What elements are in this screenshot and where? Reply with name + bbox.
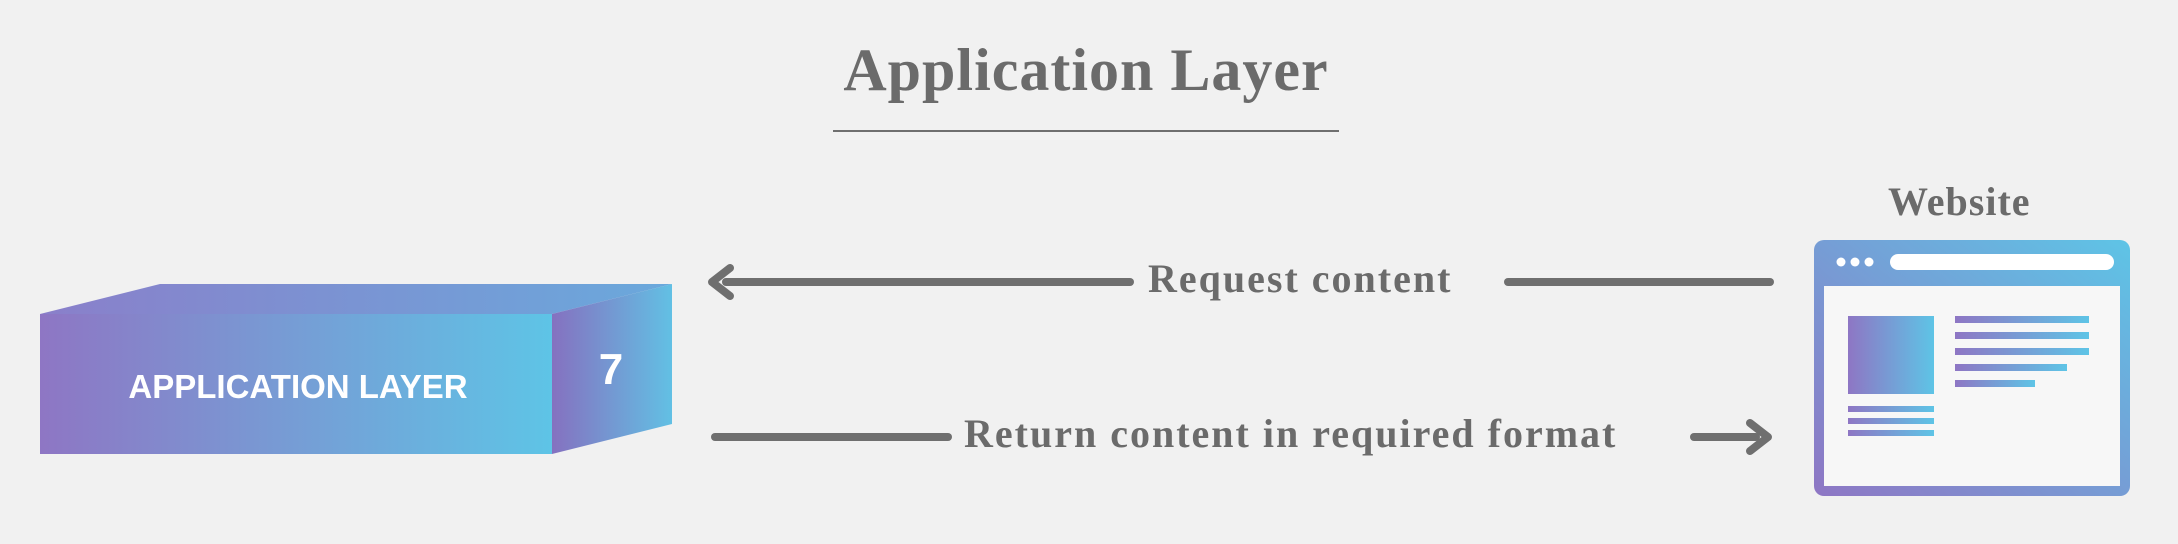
- box-number: 7: [599, 345, 623, 394]
- request-arrow: [708, 264, 1774, 300]
- request-arrow-label: Request content: [1148, 256, 1453, 301]
- application-layer-box: APPLICATION LAYER 7: [40, 284, 672, 454]
- request-arrowhead-icon: [708, 264, 734, 300]
- box-top-face: [40, 284, 672, 314]
- box-label: APPLICATION LAYER: [128, 368, 467, 405]
- title-underline: [833, 130, 1339, 132]
- box-side-face: [552, 284, 672, 454]
- website-icon: [1814, 240, 2130, 496]
- website-image-block: [1848, 316, 1934, 394]
- return-arrowhead-icon: [1746, 419, 1772, 455]
- return-arrow: [711, 419, 1772, 455]
- diagram-title: Application Layer: [843, 37, 1329, 103]
- website-label: Website: [1888, 179, 2031, 224]
- box-front-face: [40, 314, 552, 454]
- return-arrow-label: Return content in required format: [964, 411, 1618, 456]
